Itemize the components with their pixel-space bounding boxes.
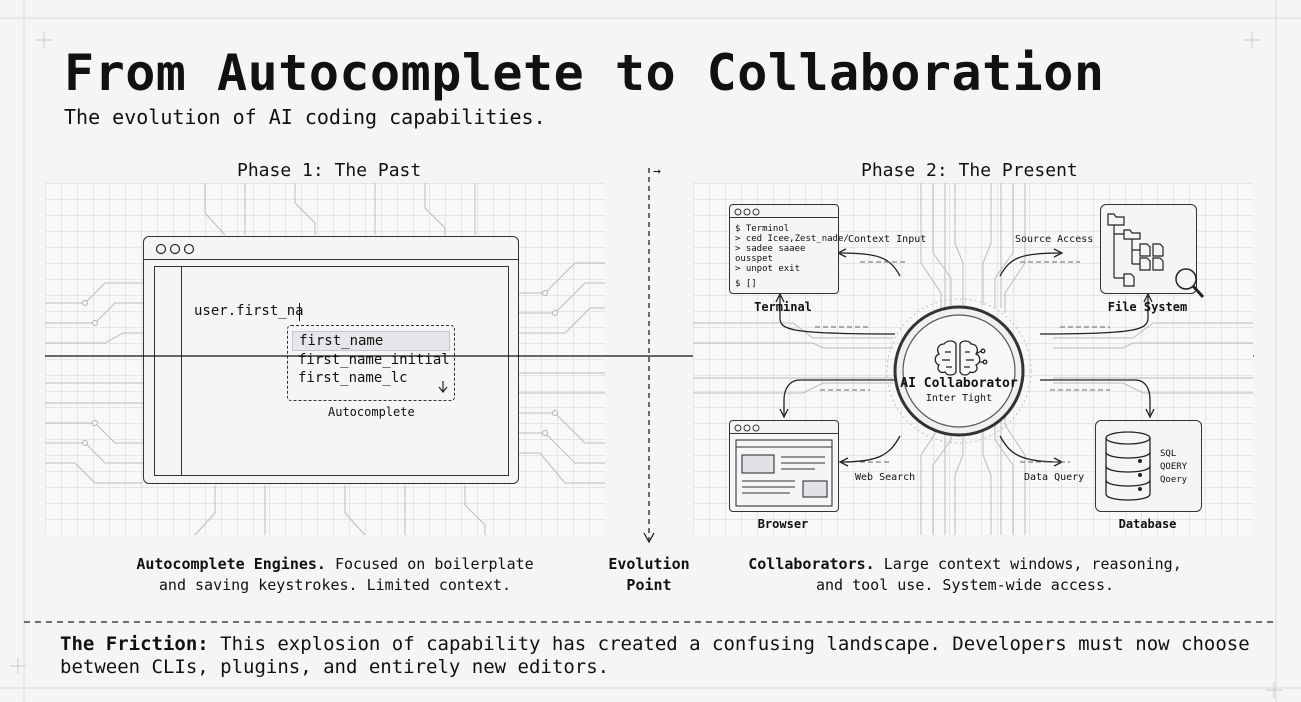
terminal-line: > sadee saaee	[735, 244, 806, 254]
webpage-layout-icon	[735, 439, 833, 507]
data-query-label: Data Query	[1024, 472, 1085, 483]
browser-window	[729, 420, 839, 512]
phase2-circuit-traces	[693, 183, 1253, 535]
evolution-arrow-label: →	[653, 164, 661, 179]
browser-divider	[730, 433, 838, 434]
brain-icon	[934, 340, 988, 376]
evolution-line2: Point	[626, 576, 672, 594]
phase1-heading: Phase 1: The Past	[237, 160, 422, 181]
phase2-desc-line2: and tool use. System-wide access.	[815, 576, 1114, 594]
hub-subtitle: Inter Tight	[925, 393, 993, 404]
terminal-line: > unpot exit	[735, 264, 801, 274]
page-title: From Autocomplete to Collaboration	[64, 44, 1105, 102]
phase1-desc-bold: Autocomplete Engines.	[136, 555, 326, 573]
phase2-desc-bold: Collaborators.	[748, 555, 875, 573]
suggestion-item[interactable]: first_name_lc	[298, 370, 408, 386]
editor-gutter	[154, 266, 182, 476]
browser-label: Browser	[757, 517, 809, 531]
terminal-line: $ Terminol	[735, 224, 790, 234]
arrow-down-icon	[438, 381, 448, 393]
friction-bold: The Friction:	[60, 633, 209, 655]
sql-line: QOERY	[1160, 462, 1188, 472]
database-label: Database	[1118, 517, 1177, 531]
autocomplete-label: Autocomplete	[328, 405, 415, 419]
window-controls-icon	[734, 424, 760, 432]
web-search-label: Web Search	[855, 472, 916, 483]
editor-body-border	[181, 266, 509, 476]
context-input-label: Context Input	[848, 234, 927, 245]
terminal-window: $ Terminol > ced Icee,Zest_nade/ > sadee…	[729, 204, 849, 294]
window-controls-icon	[155, 243, 195, 255]
editor-code-line[interactable]: user.first_na	[194, 303, 304, 319]
source-access-label: Source Access	[1015, 234, 1094, 245]
sql-line: Qoery	[1160, 475, 1188, 485]
friction-text: This explosion of capability has created…	[60, 633, 1250, 678]
phase2-description: Collaborators. Large context windows, re…	[740, 554, 1190, 596]
sql-line: SQL	[1160, 449, 1177, 459]
text-cursor	[299, 303, 300, 321]
page-subtitle: The evolution of AI coding capabilities.	[64, 105, 546, 129]
phase2-heading: Phase 2: The Present	[861, 160, 1078, 181]
terminal-label: Terminal	[754, 300, 812, 314]
ai-collaborator-hub	[886, 298, 1032, 444]
terminal-line: > ced Icee,Zest_nade/	[735, 234, 849, 244]
magnifier-icon	[1175, 268, 1205, 299]
hub-title: AI Collaborator	[900, 376, 1018, 391]
database-icon	[1105, 431, 1151, 501]
phase1-desc-line2: and saving keystrokes. Limited context.	[158, 576, 512, 594]
phase2-desc-rest: Large context windows, reasoning,	[883, 555, 1182, 573]
phase1-circuit-traces	[45, 183, 605, 535]
terminal-output: $ Terminol > ced Icee,Zest_nade/ > sadee…	[735, 224, 849, 289]
folder-tree-icon	[1107, 213, 1205, 299]
evolution-point-label: Evolution Point	[594, 554, 704, 596]
window-controls-icon	[734, 208, 760, 216]
phase1-desc-rest: Focused on boilerplate	[335, 555, 534, 573]
evolution-line1: Evolution	[608, 555, 690, 573]
terminal-divider	[730, 217, 838, 218]
friction-note: The Friction: This explosion of capabili…	[60, 633, 1260, 679]
sql-lines: SQL QOERY Qoery	[1160, 448, 1187, 487]
autocomplete-popup[interactable]: first_name first_name_initial first_name…	[287, 325, 455, 401]
suggestion-item[interactable]: first_name	[292, 331, 450, 351]
filesystem-label: File System	[1107, 300, 1188, 314]
phase1-description: Autocomplete Engines. Focused on boilerp…	[120, 554, 550, 596]
terminal-line: ousspet	[735, 254, 773, 264]
terminal-line: $ []	[735, 279, 757, 289]
editor-titlebar-divider	[144, 259, 518, 260]
